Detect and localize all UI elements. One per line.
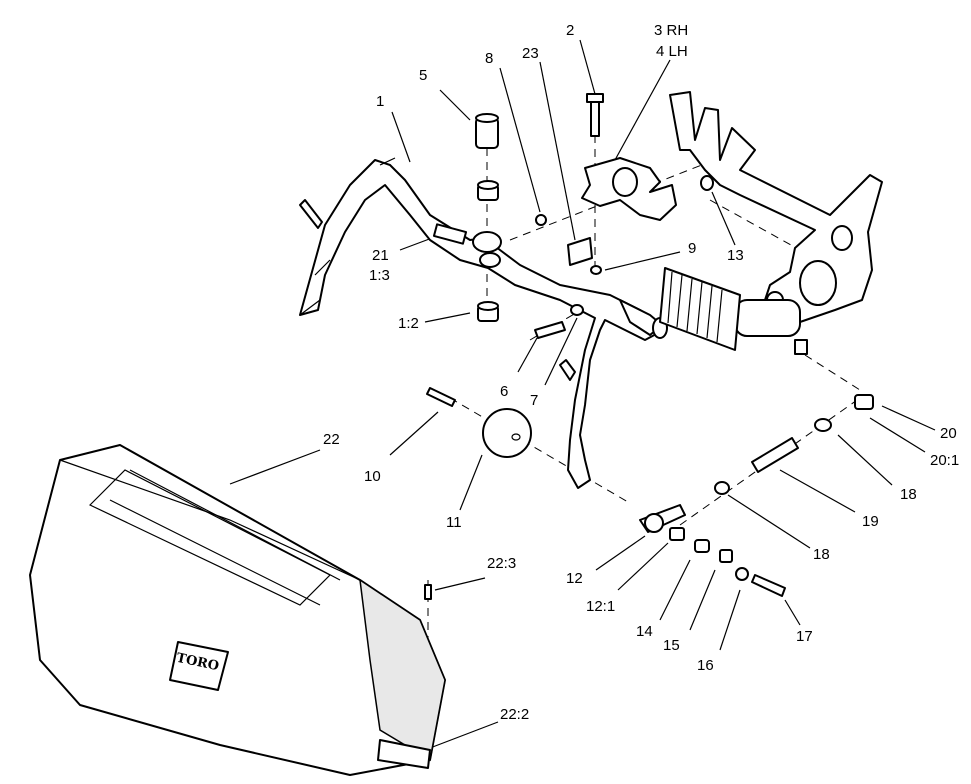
callout-20-1: 20:1 (930, 452, 960, 469)
callout-18-lower: 18 (813, 546, 830, 563)
frame-weldment (299, 157, 668, 489)
callout-16: 16 (697, 657, 714, 674)
callout-21: 21 (372, 247, 389, 264)
callout-7: 7 (530, 392, 539, 409)
pin-and-washer (534, 304, 584, 339)
callout-11: 11 (446, 514, 462, 531)
callout-12: 12 (566, 570, 583, 587)
hanger-bracket (535, 93, 714, 275)
callout-4-lh: 4 LH (656, 43, 688, 60)
callout-12-1: 12:1 (586, 598, 616, 615)
callout-5: 5 (419, 67, 428, 84)
callout-22: 22 (323, 431, 340, 448)
knob-assembly (426, 387, 532, 458)
callout-2: 2 (566, 22, 575, 39)
callout-6: 6 (500, 383, 509, 400)
callout-20: 20 (940, 425, 957, 442)
spring-assembly (659, 267, 808, 355)
callout-10: 10 (364, 468, 381, 485)
callout-13: 13 (727, 247, 744, 264)
callout-18-upper: 18 (900, 486, 917, 503)
callout-17: 17 (796, 628, 813, 645)
callout-23: 23 (522, 45, 539, 62)
leader-lines (229, 39, 936, 749)
side-plate (669, 91, 883, 323)
callout-3-rh: 3 RH (654, 22, 689, 39)
callout-1: 1 (376, 93, 385, 110)
callout-22-3: 22:3 (487, 555, 517, 572)
bag-hood (29, 444, 446, 776)
callout-15: 15 (663, 637, 680, 654)
callout-8: 8 (485, 50, 494, 67)
callout-22-2: 22:2 (500, 706, 530, 723)
linkage-parts (639, 394, 874, 597)
callout-1-2: 1:2 (398, 315, 419, 332)
callout-19: 19 (862, 513, 879, 530)
callout-14: 14 (636, 623, 653, 640)
bushings (475, 113, 499, 322)
callout-1-3: 1:3 (369, 267, 390, 284)
callout-9: 9 (688, 240, 697, 257)
